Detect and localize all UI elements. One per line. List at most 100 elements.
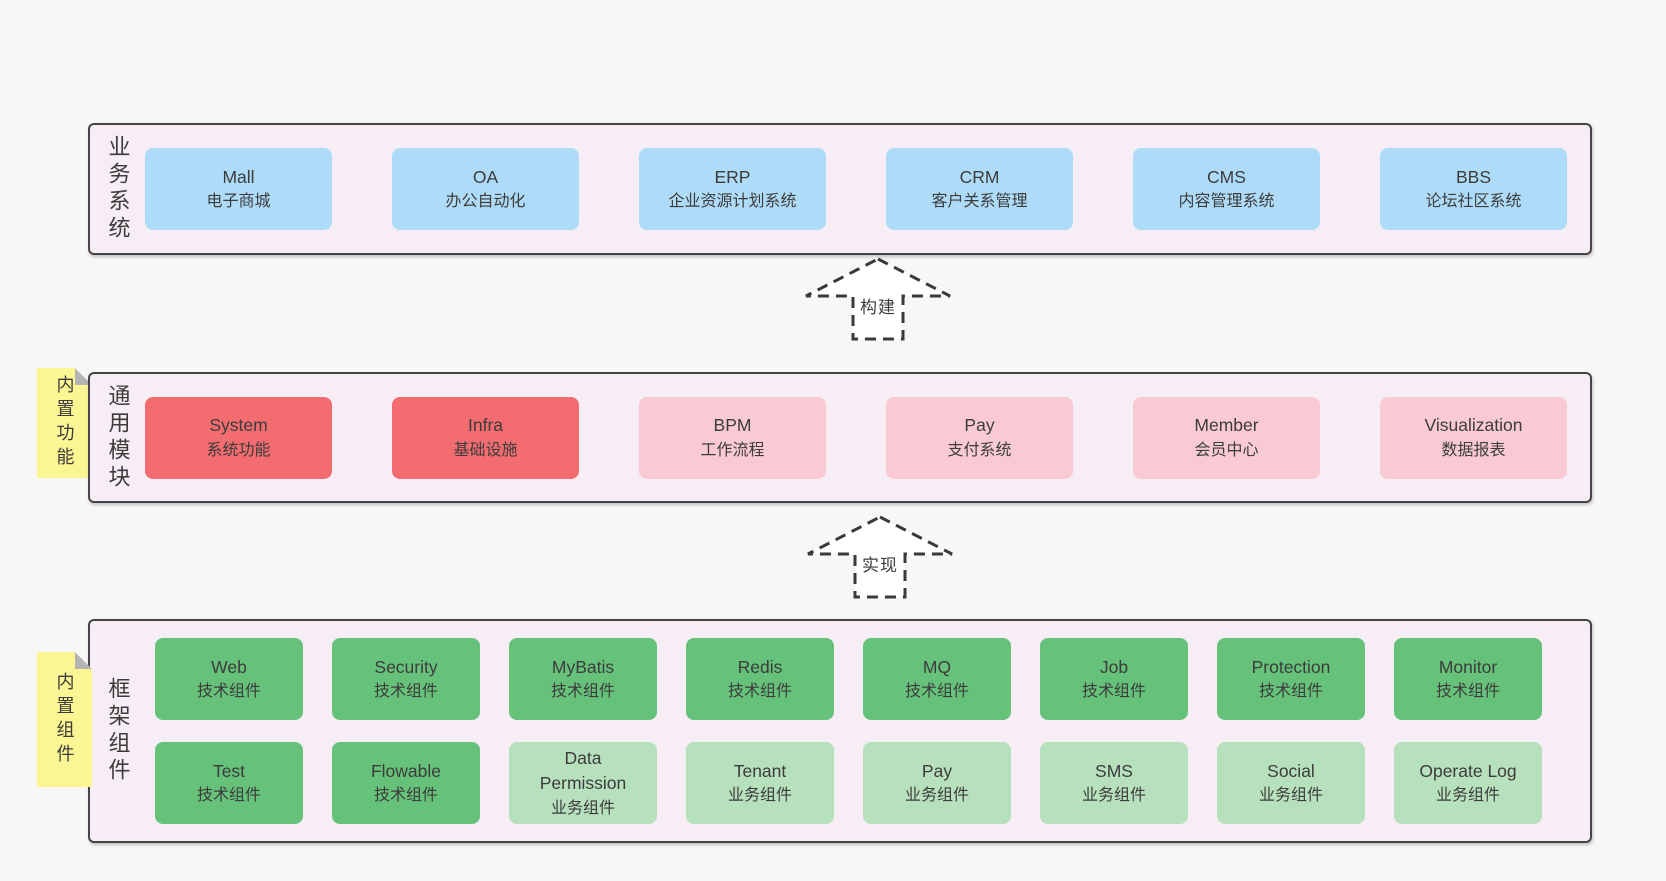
box-title: System [209,415,268,436]
box-social: Social 业务组件 [1217,742,1365,824]
box-subtitle: 技术组件 [1435,683,1500,701]
box-subtitle: 技术组件 [196,683,261,701]
modules-layer-label: 通用模块 [105,383,131,492]
box-test: Test 技术组件 [155,742,303,824]
layer-common-modules: 通用模块 System 系统功能 Infra 基础设施 BPM 工作流程 Pay 支付系统 Me… [88,372,1592,503]
box-title: Web [211,656,247,677]
box-system: System 系统功能 [145,396,332,479]
box-mall: Mall 电子商城 [145,148,332,230]
box-title: MyBatis [551,656,615,677]
box-pay: Pay 支付系统 [886,396,1073,479]
box-title: Job [1099,656,1129,677]
box-title: CRM [959,166,1000,187]
box-subtitle: 办公自动化 [445,193,526,211]
box-title: Security [374,656,438,677]
box-subtitle: 技术组件 [373,683,438,701]
build-arrow-label: 构建 [857,293,899,318]
box-subtitle: 业务组件 [1081,787,1146,805]
box-subtitle: 业务组件 [1435,787,1500,805]
box-subtitle: 系统功能 [206,441,271,459]
layer-framework-components: 框架组件 Web 技术组件 Security 技术组件 MyBatis 技术组件 Redis… [88,619,1592,843]
box-title: Member [1194,415,1259,436]
sticky-note-label: 内置组件 [54,671,75,768]
box-monitor: Monitor 技术组件 [1394,638,1542,720]
box-subtitle: 技术组件 [550,683,615,701]
box-subtitle: 业务组件 [550,799,615,817]
box-bpm: BPM 工作流程 [639,396,826,479]
box-title: Pay [964,415,995,436]
box-title: SMS [1095,760,1133,781]
box-title: Mall [222,166,255,187]
box-subtitle: 企业资源计划系统 [668,193,797,211]
box-subtitle: 数据报表 [1441,441,1506,459]
box-subtitle: 电子商城 [206,193,271,211]
box-title: Test [212,760,246,781]
box-title: Pay [921,760,953,781]
sticky-note-builtin-features: 内置功能 [37,368,92,478]
box-data-permission: Data Permission 业务组件 [509,742,657,824]
folded-corner-icon [75,368,92,385]
box-subtitle: 客户关系管理 [931,193,1028,211]
implement-arrow-label: 实现 [859,551,901,576]
box-crm: CRM 客户关系管理 [886,148,1073,230]
box-security: Security 技术组件 [332,638,480,720]
box-title: OA [472,166,499,187]
box-title: Visualization [1424,415,1523,436]
box-bbs: BBS 论坛社区系统 [1380,148,1567,230]
box-subtitle: 技术组件 [196,787,261,805]
box-title: Flowable [370,760,442,781]
box-title: Tenant [733,760,787,781]
box-flowable: Flowable 技术组件 [332,742,480,824]
box-title: CMS [1207,166,1246,187]
box-sms: SMS 业务组件 [1040,742,1188,824]
box-cms: CMS 内容管理系统 [1133,148,1320,230]
box-title: Data Permission [539,748,627,794]
box-oa: OA 办公自动化 [392,148,579,230]
implement-arrow: 实现 [805,514,955,600]
box-tenant: Tenant 业务组件 [686,742,834,824]
box-visualization: Visualization 数据报表 [1380,396,1567,479]
box-subtitle: 技术组件 [373,787,438,805]
box-subtitle: 支付系统 [947,441,1012,459]
box-title: Infra [467,415,504,436]
sticky-note-builtin-components: 内置组件 [37,652,92,787]
box-title: MQ [922,656,952,677]
box-subtitle: 会员中心 [1194,441,1259,459]
box-title: BBS [1455,166,1492,187]
box-subtitle: 工作流程 [700,441,765,459]
folded-corner-icon [75,652,92,669]
box-title: BPM [713,415,752,436]
build-arrow: 构建 [803,256,953,342]
box-subtitle: 基础设施 [453,441,518,459]
box-title: Social [1267,760,1315,781]
business-layer-label: 业务系统 [105,135,131,243]
box-subtitle: 业务组件 [727,787,792,805]
box-title: Monitor [1438,656,1498,677]
box-subtitle: 技术组件 [904,683,969,701]
box-subtitle: 业务组件 [1258,787,1323,805]
box-mq: MQ 技术组件 [863,638,1011,720]
box-subtitle: 内容管理系统 [1178,193,1275,211]
components-layer-label: 框架组件 [105,677,131,785]
modules-boxes-row: System 系统功能 Infra 基础设施 BPM 工作流程 Pay 支付系统 Member 会… [145,396,1567,479]
box-subtitle: 业务组件 [904,787,969,805]
box-mybatis: MyBatis 技术组件 [509,638,657,720]
box-title: Protection [1251,656,1331,677]
box-title: Redis [737,656,783,677]
box-infra: Infra 基础设施 [392,396,579,479]
box-subtitle: 技术组件 [1081,683,1146,701]
box-subtitle: 论坛社区系统 [1425,193,1522,211]
box-job: Job 技术组件 [1040,638,1188,720]
box-pay: Pay 业务组件 [863,742,1011,824]
box-member: Member 会员中心 [1133,396,1320,479]
